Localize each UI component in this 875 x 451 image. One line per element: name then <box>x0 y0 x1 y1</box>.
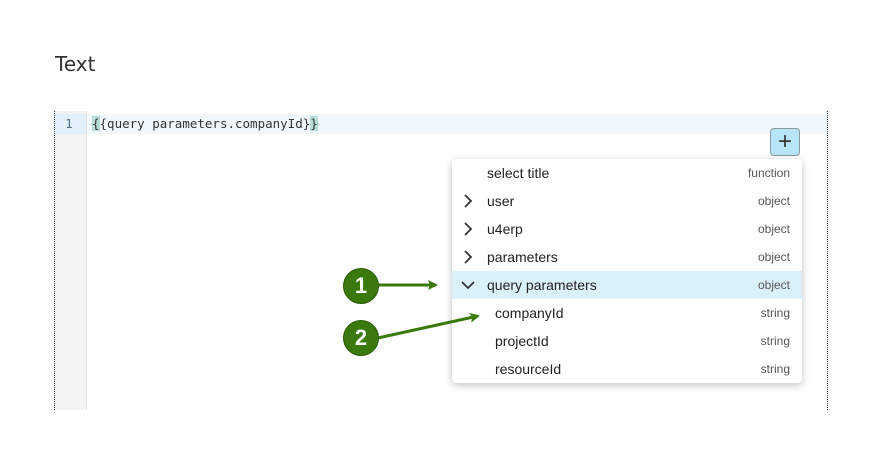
item-label: companyId <box>495 305 564 321</box>
annotation-badge-1: 1 <box>343 268 379 304</box>
autocomplete-item-parameters[interactable]: parameters object <box>452 243 802 271</box>
annotation-number: 2 <box>354 325 368 350</box>
annotation-number: 1 <box>354 273 368 298</box>
item-type: object <box>757 250 790 264</box>
chevron-down-icon[interactable] <box>460 277 476 293</box>
code-text: {query parameters.companyId} <box>99 116 311 131</box>
item-label: parameters <box>487 249 558 265</box>
item-label: user <box>487 193 515 209</box>
item-type: object <box>757 278 790 292</box>
autocomplete-dropdown: select title function user object u4erp … <box>452 159 802 383</box>
annotation-badge-2: 2 <box>343 320 379 356</box>
code-line[interactable]: {{query parameters.companyId}} <box>92 114 318 134</box>
page-title: Text <box>55 52 96 76</box>
item-type: string <box>760 362 790 376</box>
item-type: object <box>757 194 790 208</box>
autocomplete-item-projectid[interactable]: projectId string <box>452 327 802 355</box>
matched-brace-close: } <box>310 116 318 131</box>
item-type: object <box>757 222 790 236</box>
add-variable-button[interactable]: + <box>770 128 800 156</box>
item-label: query parameters <box>487 277 597 293</box>
autocomplete-item-user[interactable]: user object <box>452 187 802 215</box>
item-label: u4erp <box>487 221 523 237</box>
chevron-right-icon[interactable] <box>460 249 476 265</box>
item-label: resourceId <box>495 361 562 377</box>
active-gutter-highlight <box>55 114 86 134</box>
matched-brace-open: { <box>92 116 100 131</box>
line-number: 1 <box>65 117 73 131</box>
item-type: string <box>760 334 790 348</box>
chevron-right-icon[interactable] <box>460 193 476 209</box>
autocomplete-item-companyid[interactable]: companyId string <box>452 299 802 327</box>
code-editor[interactable]: 1 {{query parameters.companyId}} <box>54 111 828 410</box>
item-type: function <box>747 166 790 180</box>
chevron-right-icon[interactable] <box>460 221 476 237</box>
autocomplete-item-select-title[interactable]: select title function <box>452 159 802 187</box>
autocomplete-item-u4erp[interactable]: u4erp object <box>452 215 802 243</box>
plus-icon: + <box>777 128 792 155</box>
active-line-highlight <box>55 114 827 134</box>
item-type: string <box>760 306 790 320</box>
item-label: projectId <box>495 333 549 349</box>
line-gutter <box>55 111 87 410</box>
autocomplete-item-query-parameters[interactable]: query parameters object <box>452 271 802 299</box>
item-label: select title <box>487 165 550 181</box>
autocomplete-item-resourceid[interactable]: resourceId string <box>452 355 802 383</box>
